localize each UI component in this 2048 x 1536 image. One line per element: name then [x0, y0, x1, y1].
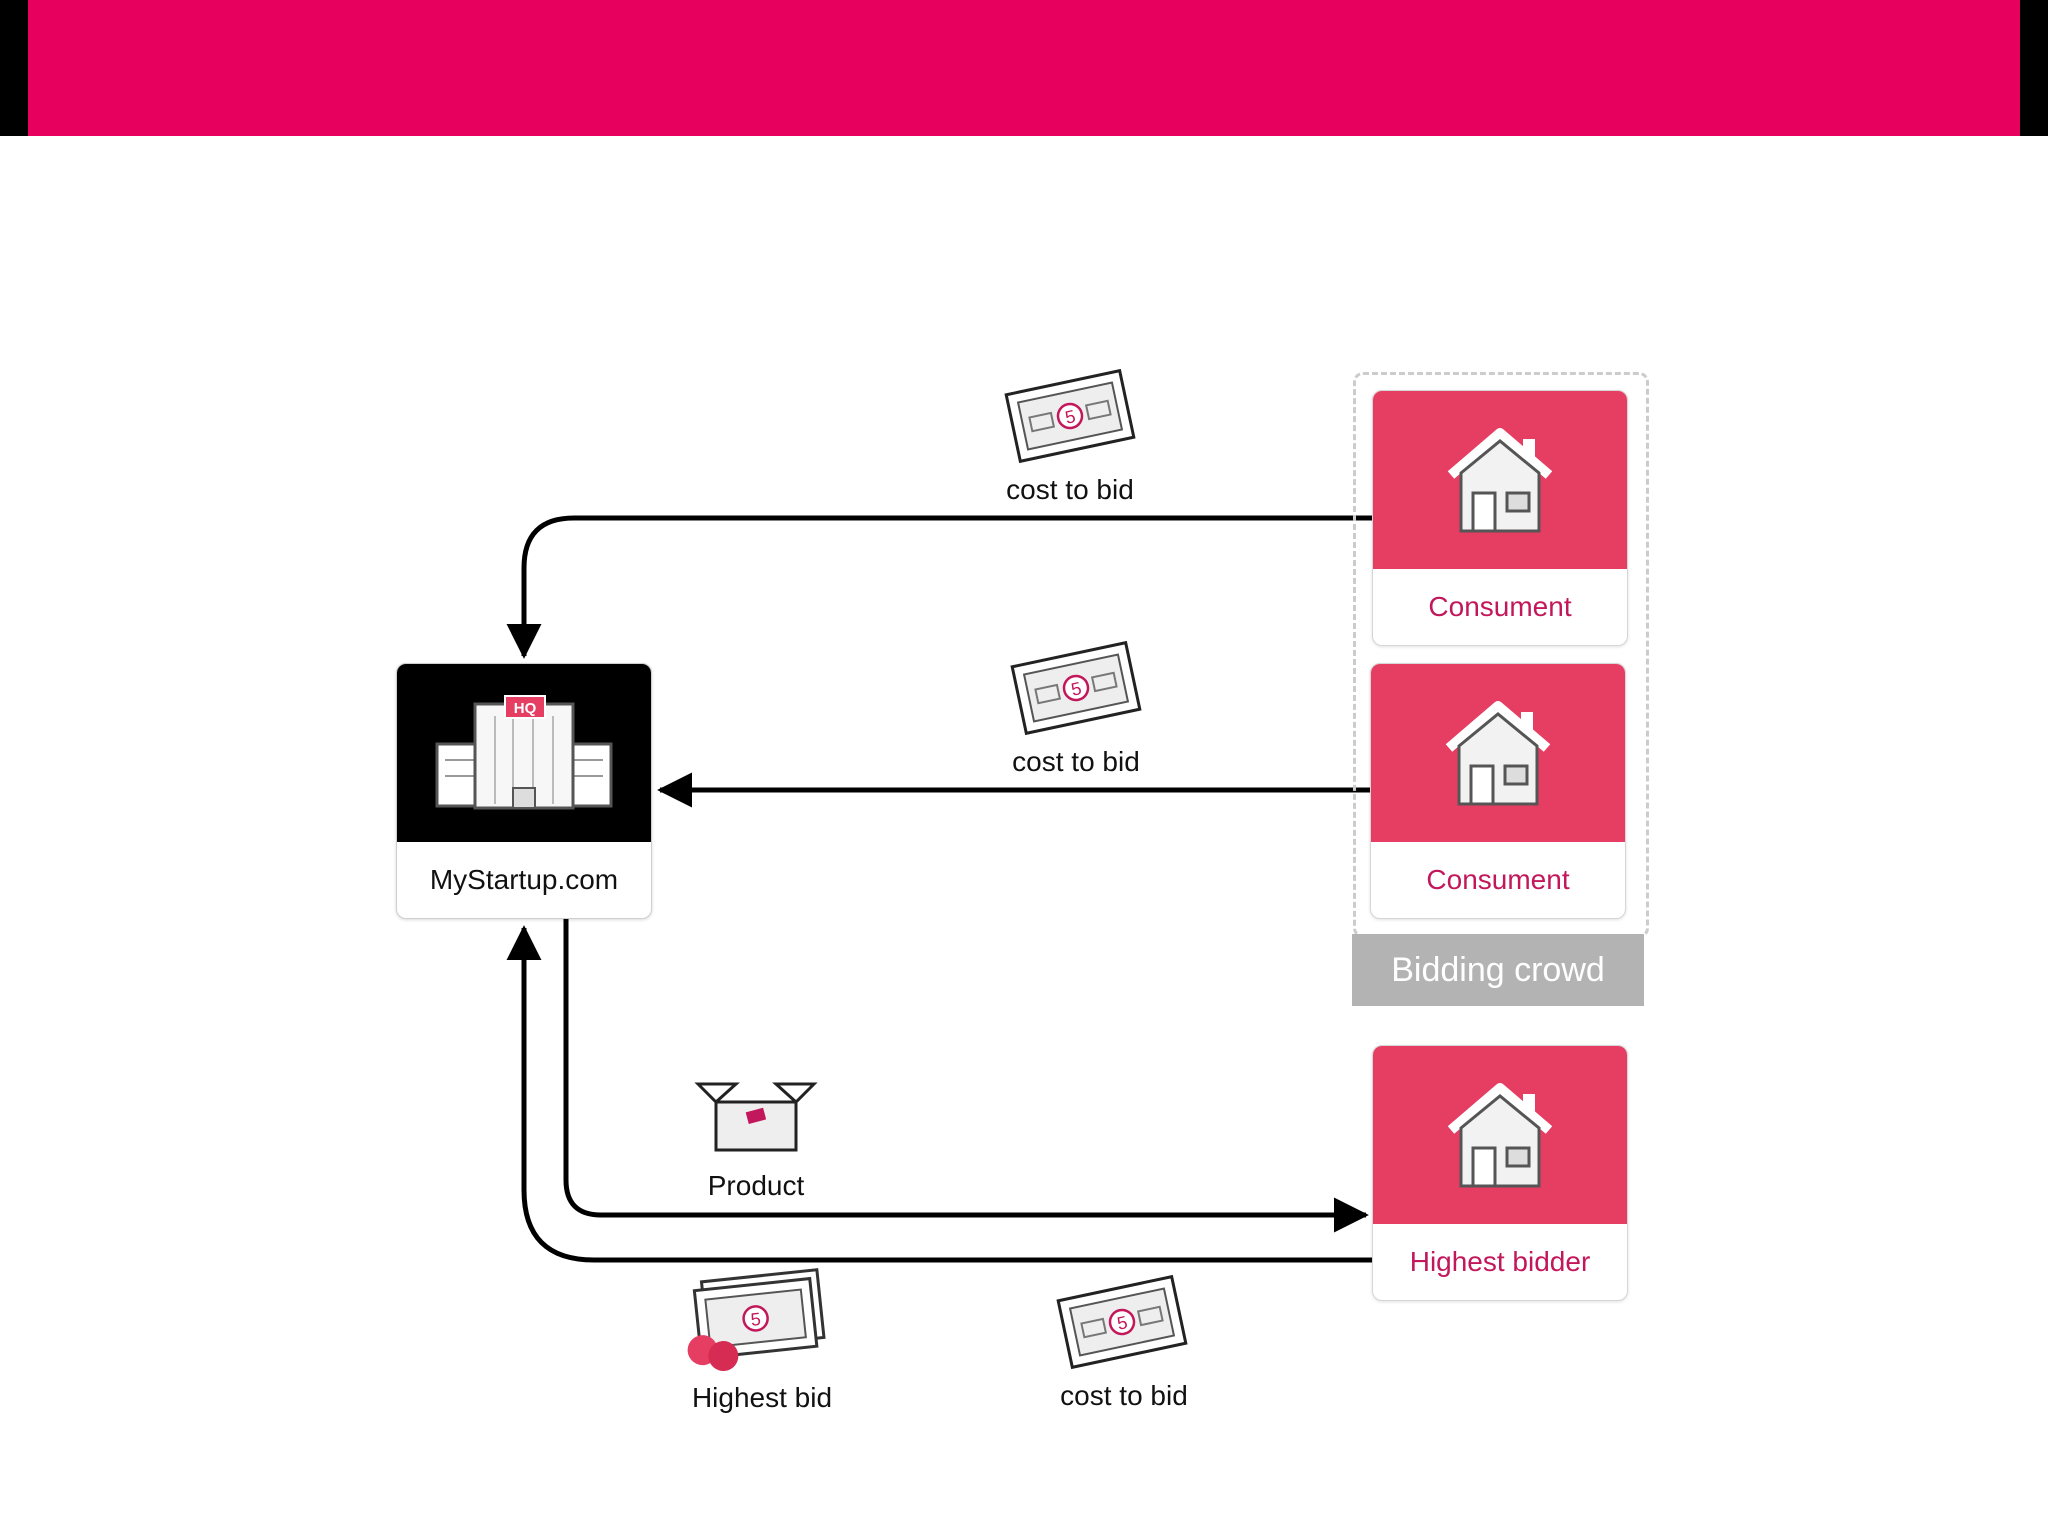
edge-hq-to-highest-bidder — [563, 918, 1369, 1233]
consument-label: Consument — [1426, 864, 1570, 895]
banknote-icon — [1010, 641, 1142, 735]
card-header — [1373, 1046, 1627, 1224]
svg-text:HQ: HQ — [514, 700, 537, 717]
hq-label: MyStartup.com — [429, 864, 619, 895]
svg-text:5: 5 — [750, 1309, 762, 1330]
edge-consument1-to-hq — [506, 515, 1372, 659]
slide-corner-right — [2018, 0, 2048, 136]
consument-label: Consument — [1428, 591, 1572, 622]
banknote-icon — [1004, 369, 1136, 463]
title-banner — [28, 0, 2020, 136]
hq-building-icon: HQ — [435, 695, 613, 810]
consument-node-1[interactable]: Consument — [1372, 390, 1628, 646]
product-box-icon — [694, 1082, 818, 1152]
edge-highest-bidder-to-hq — [506, 925, 1372, 1263]
edge-label-cost-to-bid: cost to bid — [1012, 746, 1140, 777]
house-icon — [1447, 1083, 1553, 1188]
card-header — [1371, 664, 1625, 842]
edge-label-cost-to-bid: cost to bid — [1006, 474, 1134, 505]
card-header — [1373, 391, 1627, 569]
edge-label-product: Product — [707, 1170, 805, 1201]
edge-label-cost-to-bid: cost to bid — [1060, 1380, 1188, 1411]
banknote-stack-icon: 5 — [687, 1268, 826, 1372]
house-icon — [1447, 428, 1553, 533]
highest-bidder-node[interactable]: Highest bidder — [1372, 1045, 1628, 1301]
bidding-crowd-label: Bidding crowd — [1352, 934, 1644, 1006]
hq-node[interactable]: HQ MyStartup.com — [396, 663, 652, 919]
banknote-icon — [1056, 1275, 1188, 1369]
edge-label-highest-bid: Highest bid — [691, 1382, 833, 1413]
slide-corner-left — [0, 0, 30, 136]
consument-node-2[interactable]: Consument — [1370, 663, 1626, 919]
house-icon — [1445, 701, 1551, 806]
highest-bidder-label: Highest bidder — [1409, 1246, 1591, 1277]
